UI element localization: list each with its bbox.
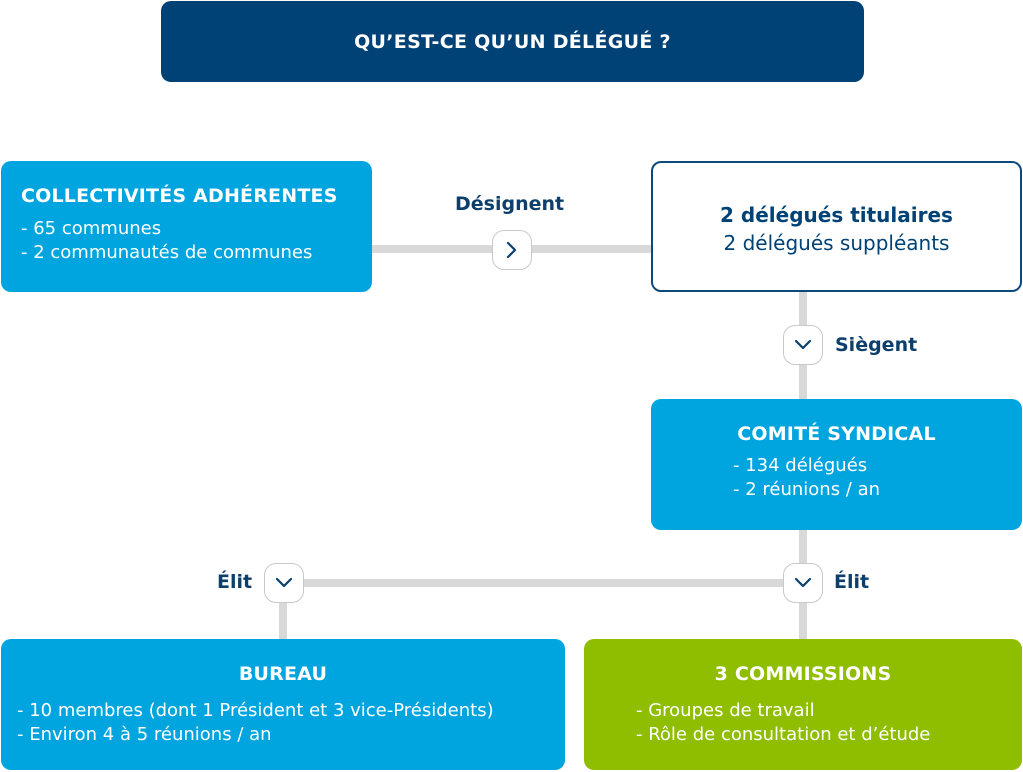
- comite-line: - 2 réunions / an: [733, 479, 881, 500]
- collectivites-line: - 65 communes: [21, 218, 162, 239]
- connector-bureau-up: [279, 583, 287, 640]
- elit-left-chevron-button[interactable]: [264, 563, 304, 603]
- page-title-text: QU’EST-CE QU’UN DÉLÉGUÉ ?: [354, 30, 671, 53]
- bureau-line: - Environ 4 à 5 réunions / an: [17, 724, 272, 745]
- collectivites-line: - 2 communautés de communes: [21, 242, 313, 263]
- page-title: QU’EST-CE QU’UN DÉLÉGUÉ ?: [161, 1, 864, 82]
- bureau-box: BUREAU - 10 membres (dont 1 Président et…: [1, 639, 565, 770]
- siegent-chevron-button[interactable]: [783, 325, 823, 365]
- commissions-line: - Groupes de travail: [636, 700, 815, 721]
- collectivites-box: COLLECTIVITÉS ADHÉRENTES - 65 communes -…: [1, 161, 372, 292]
- designent-label: Désignent: [455, 193, 565, 215]
- bureau-line: - 10 membres (dont 1 Président et 3 vice…: [17, 700, 494, 721]
- commissions-box: 3 COMMISSIONS - Groupes de travail - Rôl…: [584, 639, 1022, 770]
- elit-left-label: Élit: [217, 571, 253, 593]
- delegues-suppleants: 2 délégués suppléants: [723, 231, 950, 255]
- designent-chevron-button[interactable]: [492, 230, 532, 270]
- bureau-title: BUREAU: [238, 663, 328, 685]
- elit-right-label: Élit: [834, 571, 870, 593]
- elit-right-chevron-button[interactable]: [783, 563, 823, 603]
- commissions-title: 3 COMMISSIONS: [714, 663, 892, 685]
- chevron-down-icon: [794, 577, 812, 588]
- delegues-box: 2 délégués titulaires 2 délégués suppléa…: [651, 161, 1022, 292]
- comite-title: COMITÉ SYNDICAL: [737, 423, 936, 445]
- chevron-down-icon: [794, 339, 812, 350]
- commissions-line: - Rôle de consultation et d’étude: [636, 724, 931, 745]
- siegent-label: Siègent: [835, 334, 918, 356]
- delegues-titulaires: 2 délégués titulaires: [720, 203, 953, 227]
- comite-syndical-box: COMITÉ SYNDICAL - 134 délégués - 2 réuni…: [651, 399, 1022, 530]
- collectivites-title: COLLECTIVITÉS ADHÉRENTES: [21, 185, 338, 207]
- comite-line: - 134 délégués: [733, 455, 868, 476]
- chevron-right-icon: [506, 241, 517, 259]
- connector-elit-horizontal: [283, 579, 803, 587]
- chevron-down-icon: [275, 577, 293, 588]
